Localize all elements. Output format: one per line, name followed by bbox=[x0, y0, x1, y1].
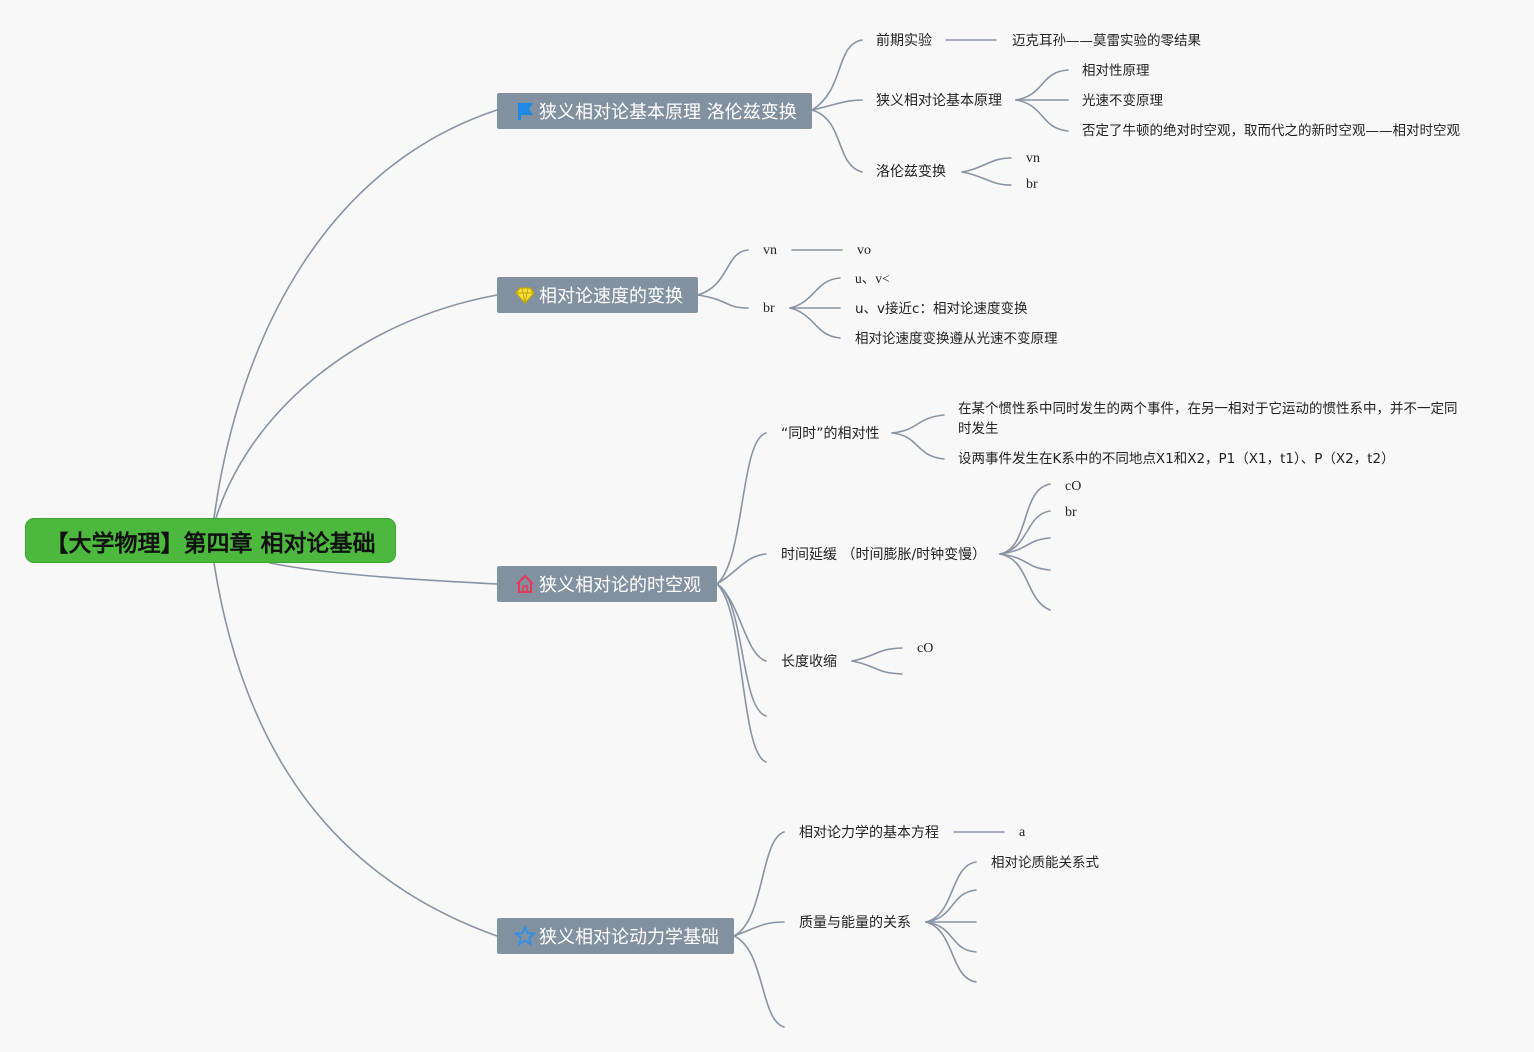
topic-velocity-transformation[interactable]: 相对论速度的变换 bbox=[497, 277, 698, 313]
home-icon bbox=[513, 572, 537, 596]
leaf-equation-a[interactable]: a bbox=[1019, 825, 1026, 840]
leaf-michelson-morley[interactable]: 迈克耳孙——莫雷实验的零结果 bbox=[1012, 33, 1201, 49]
subtopic-basic-principles[interactable]: 狭义相对论基本原理 bbox=[876, 93, 1002, 109]
topic-title: 相对论速度的变换 bbox=[539, 286, 683, 307]
leaf-time-dilation-br[interactable]: br bbox=[1065, 505, 1077, 520]
star-icon bbox=[513, 924, 537, 948]
root-title: 【大学物理】第四章 相对论基础 bbox=[45, 530, 376, 557]
topic-title: 狭义相对论动力学基础 bbox=[539, 927, 719, 948]
topic-title: 狭义相对论的时空观 bbox=[539, 575, 701, 596]
leaf-lorentz-image-2[interactable]: br bbox=[1026, 177, 1038, 192]
flag-icon bbox=[513, 99, 537, 123]
topic-title: 狭义相对论基本原理 洛伦兹变换 bbox=[539, 102, 797, 123]
topic-spacetime-view[interactable]: 狭义相对论的时空观 bbox=[497, 566, 717, 602]
subtopic-vn[interactable]: vn bbox=[763, 243, 777, 258]
leaf-two-events[interactable]: 设两事件发生在K系中的不同地点X1和X2，P1（X1，t1）、P（X2，t2） bbox=[958, 451, 1395, 467]
leaf-lorentz-image-1[interactable]: vn bbox=[1026, 151, 1040, 166]
leaf-length-c0[interactable]: cO bbox=[917, 641, 934, 656]
leaf-velocity-obeys-light-speed[interactable]: 相对论速度变换遵从光速不变原理 bbox=[855, 331, 1058, 347]
leaf-relative-spacetime[interactable]: 否定了牛顿的绝对时空观，取而代之的新时空观——相对时空观 bbox=[1082, 123, 1460, 139]
subtopic-br[interactable]: br bbox=[763, 301, 775, 316]
subtopic-simultaneity[interactable]: “同时”的相对性 bbox=[781, 426, 880, 442]
leaf-u-v-small[interactable]: u、v< bbox=[855, 271, 890, 286]
subtopic-length-contraction[interactable]: 长度收缩 bbox=[781, 654, 837, 670]
subtopic-early-experiments[interactable]: 前期实验 bbox=[876, 33, 932, 49]
leaf-mass-energy-relation[interactable]: 相对论质能关系式 bbox=[991, 855, 1099, 871]
topic-dynamics[interactable]: 狭义相对论动力学基础 bbox=[497, 918, 734, 954]
leaf-simultaneity-definition[interactable]: 在某个惯性系中同时发生的两个事件，在另一相对于它运动的惯性系中，并不一定同时发生 bbox=[958, 401, 1458, 437]
subtopic-time-dilation[interactable]: 时间延缓 （时间膨胀/时钟变慢） bbox=[781, 547, 987, 563]
subtopic-mass-energy[interactable]: 质量与能量的关系 bbox=[799, 915, 911, 931]
root-topic[interactable]: 【大学物理】第四章 相对论基础 bbox=[25, 518, 396, 563]
subtopic-lorentz[interactable]: 洛伦兹变换 bbox=[876, 164, 946, 180]
leaf-u-v-near-c[interactable]: u、v接近c：相对论速度变换 bbox=[855, 301, 1028, 317]
leaf-vo[interactable]: vo bbox=[857, 243, 871, 258]
leaf-light-speed-invariance[interactable]: 光速不变原理 bbox=[1082, 93, 1163, 109]
leaf-time-dilation-c0[interactable]: cO bbox=[1065, 479, 1082, 494]
topic-lorentz-transformation[interactable]: 狭义相对论基本原理 洛伦兹变换 bbox=[497, 93, 812, 129]
leaf-relativity-principle[interactable]: 相对性原理 bbox=[1082, 63, 1150, 79]
diamond-icon bbox=[513, 283, 537, 307]
subtopic-dynamics-equation[interactable]: 相对论力学的基本方程 bbox=[799, 825, 939, 841]
